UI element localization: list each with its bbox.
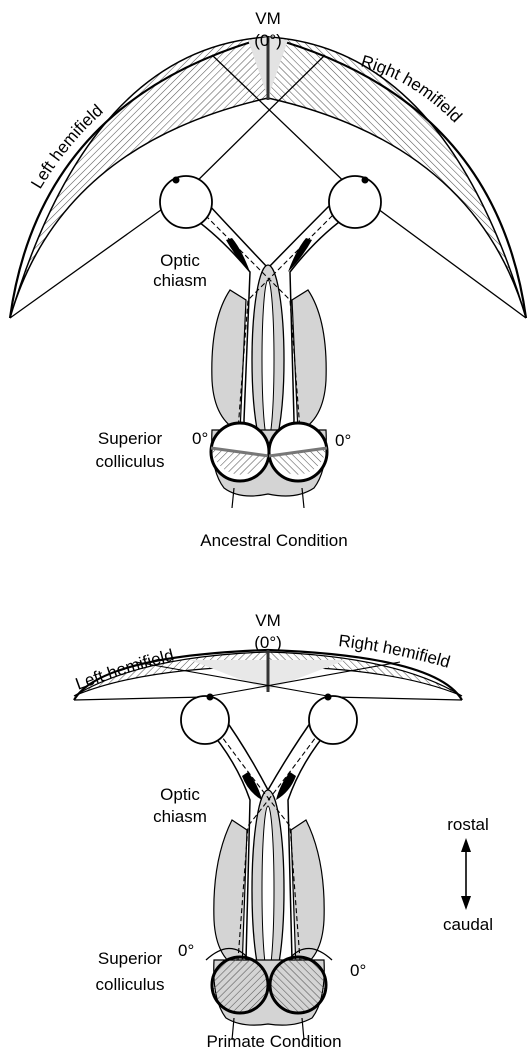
primate-right-colliculus bbox=[270, 957, 326, 1013]
ancestral-left-eye bbox=[160, 176, 212, 228]
primate-chiasm-label: chiasm bbox=[153, 807, 207, 826]
ancestral-right-lens bbox=[362, 177, 369, 184]
primate-left-eye bbox=[181, 696, 229, 744]
primate-zero-left: 0° bbox=[178, 941, 194, 960]
ancestral-vm-label: VM bbox=[255, 9, 281, 28]
ancestral-optic-label: Optic bbox=[160, 251, 200, 270]
ancestral-left-lgn bbox=[212, 290, 246, 432]
caudal-label: caudal bbox=[443, 915, 493, 934]
ancestral-colliculus-label: colliculus bbox=[96, 452, 165, 471]
primate-right-eye bbox=[309, 696, 357, 744]
primate-left-lgn bbox=[214, 820, 247, 970]
ancestral-right-eye bbox=[329, 176, 381, 228]
primate-left-lens bbox=[207, 694, 214, 701]
primate-sight-line-right-outer bbox=[333, 697, 462, 700]
ancestral-right-lgn bbox=[292, 290, 326, 432]
primate-zero-right: 0° bbox=[350, 961, 366, 980]
primate-superior-label: Superior bbox=[98, 949, 163, 968]
primate-right-lens bbox=[325, 694, 332, 701]
rostral-label: rostal bbox=[447, 815, 489, 834]
primate-vm-angle: (0°) bbox=[254, 633, 282, 652]
primate-caption: Primate Condition bbox=[206, 1032, 341, 1051]
ancestral-chiasm-label: chiasm bbox=[153, 271, 207, 290]
primate-panel: VM (0°) Left hemifield Right hemifield O… bbox=[73, 611, 493, 1051]
primate-optic-label: Optic bbox=[160, 785, 200, 804]
ancestral-left-lens bbox=[173, 177, 180, 184]
primate-left-colliculus bbox=[212, 957, 268, 1013]
ancestral-midline-inner bbox=[262, 280, 274, 440]
primate-vm-label: VM bbox=[255, 611, 281, 630]
primate-right-lgn bbox=[291, 820, 324, 970]
ancestral-vm-angle: (0°) bbox=[254, 31, 282, 50]
ancestral-zero-left: 0° bbox=[192, 429, 208, 448]
ancestral-superior-label: Superior bbox=[98, 429, 163, 448]
primate-sight-line-left-outer bbox=[74, 697, 205, 700]
rostral-caudal-arrow bbox=[461, 838, 471, 910]
ancestral-zero-right: 0° bbox=[335, 431, 351, 450]
primate-colliculus-label: colliculus bbox=[96, 975, 165, 994]
primate-midline-inner bbox=[262, 806, 274, 974]
ancestral-panel: VM (0°) Left hemifield Right hemifield O… bbox=[10, 9, 526, 550]
ancestral-caption: Ancestral Condition bbox=[200, 531, 347, 550]
